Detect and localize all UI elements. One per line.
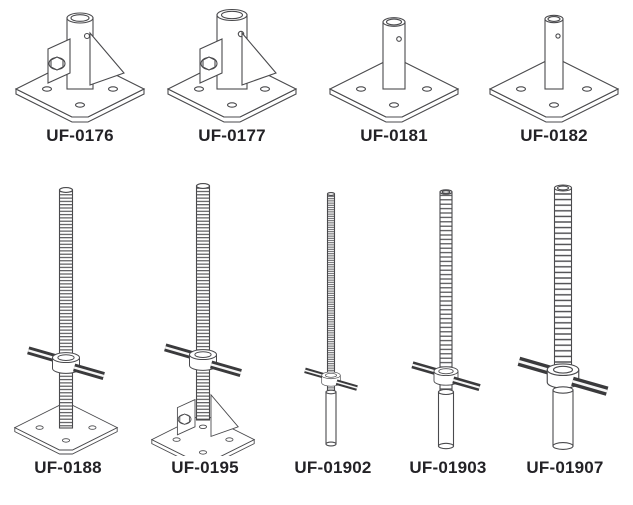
product-label: UF-0182 [520,126,588,145]
product-uf-0177: UF-0177 [157,6,307,146]
socket-tube-shape [437,388,455,450]
uf-01903-illustration [386,189,510,450]
product-label: UF-01902 [294,458,372,477]
uf-0188-illustration [14,187,118,455]
product-uf-0188: UF-0188 [6,180,130,478]
socket-tube-shape [66,12,94,90]
uf-0176-illustration [15,12,145,123]
product-uf-0181: UF-0181 [319,6,469,146]
uf-0195-illustration [151,183,255,456]
socket-tube-shape [544,14,564,90]
wing-nut-shape [28,350,104,376]
wing-nut-shape [165,347,241,373]
product-uf-0195: UF-0195 [143,180,267,478]
product-uf-01902: UF-01902 [271,180,395,478]
uf-01902-illustration [271,192,395,447]
product-uf-0182: UF-0182 [479,6,629,146]
product-label: UF-0195 [171,458,239,477]
socket-tube-shape [325,389,337,447]
uf-01907-illustration [503,184,627,450]
product-uf-0176: UF-0176 [5,6,155,146]
uf-0181-illustration [329,17,459,123]
wing-nut-shape [412,365,479,388]
product-label: UF-0177 [198,126,266,145]
socket-tube-shape [552,386,574,450]
product-uf-01903: UF-01903 [386,180,510,478]
product-label: UF-01907 [526,458,604,477]
product-label: UF-01903 [409,458,487,477]
product-label: UF-0176 [46,126,114,145]
threaded-rod-shape [195,183,211,421]
threaded-rod-shape [439,189,453,397]
threaded-rod-shape [58,187,74,429]
product-uf-01907: UF-01907 [503,180,627,478]
socket-tube-shape [382,17,406,90]
uf-0177-illustration [167,8,297,123]
threaded-rod-shape [553,184,573,399]
product-label: UF-0188 [34,458,102,477]
wing-nut-shape [305,370,357,388]
uf-0182-illustration [489,14,619,123]
threaded-rod-shape [326,192,336,399]
product-label: UF-0181 [360,126,428,145]
